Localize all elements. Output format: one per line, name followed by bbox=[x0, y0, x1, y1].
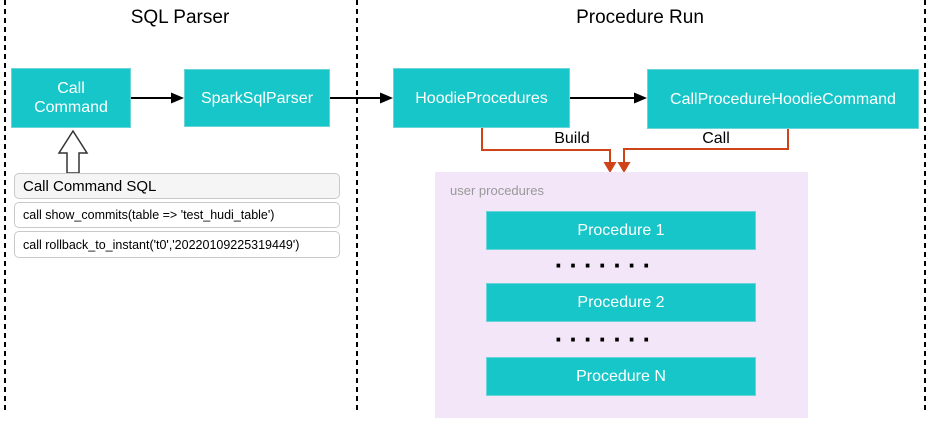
node-call-procedure-hoodie-command-label: CallProcedureHoodieCommand bbox=[670, 90, 896, 108]
node-spark-sql-parser: SparkSqlParser bbox=[184, 69, 330, 127]
procedure-n-box: Procedure N bbox=[486, 357, 756, 396]
ellipsis-dots: ······· bbox=[554, 324, 658, 354]
sql-table-header: Call Command SQL bbox=[14, 173, 340, 199]
user-procedures-panel: user procedures Procedure 1 ······· Proc… bbox=[435, 172, 808, 418]
user-procedures-label: user procedures bbox=[450, 183, 544, 198]
section-title-sql-parser: SQL Parser bbox=[130, 7, 230, 28]
connector-build-arrowhead-icon bbox=[603, 162, 617, 173]
ellipsis-dots: ······· bbox=[554, 250, 658, 280]
connector-build-line bbox=[481, 128, 611, 163]
procedure-2-box: Procedure 2 bbox=[486, 283, 756, 322]
sql-row-show-commits: call show_commits(table => 'test_hudi_ta… bbox=[14, 202, 340, 228]
node-call-command: Call Command bbox=[11, 68, 131, 128]
sql-row-rollback-to-instant: call rollback_to_instant('t0','202201092… bbox=[14, 231, 340, 258]
node-call-command-label: Call Command bbox=[34, 80, 108, 116]
section-title-procedure-run: Procedure Run bbox=[576, 7, 704, 28]
node-call-procedure-hoodie-command: CallProcedureHoodieCommand bbox=[647, 69, 919, 129]
procedure-1-box: Procedure 1 bbox=[486, 211, 756, 250]
node-hoodie-procedures-label: HoodieProcedures bbox=[415, 89, 548, 107]
connector-call-line bbox=[623, 128, 789, 163]
edge-label-call: Call bbox=[702, 130, 730, 147]
connector-call-arrowhead-icon bbox=[617, 162, 631, 173]
node-spark-sql-parser-label: SparkSqlParser bbox=[200, 89, 314, 107]
hollow-up-arrow-icon bbox=[57, 129, 89, 174]
node-hoodie-procedures: HoodieProcedures bbox=[393, 68, 570, 128]
edge-label-build: Build bbox=[554, 130, 590, 147]
